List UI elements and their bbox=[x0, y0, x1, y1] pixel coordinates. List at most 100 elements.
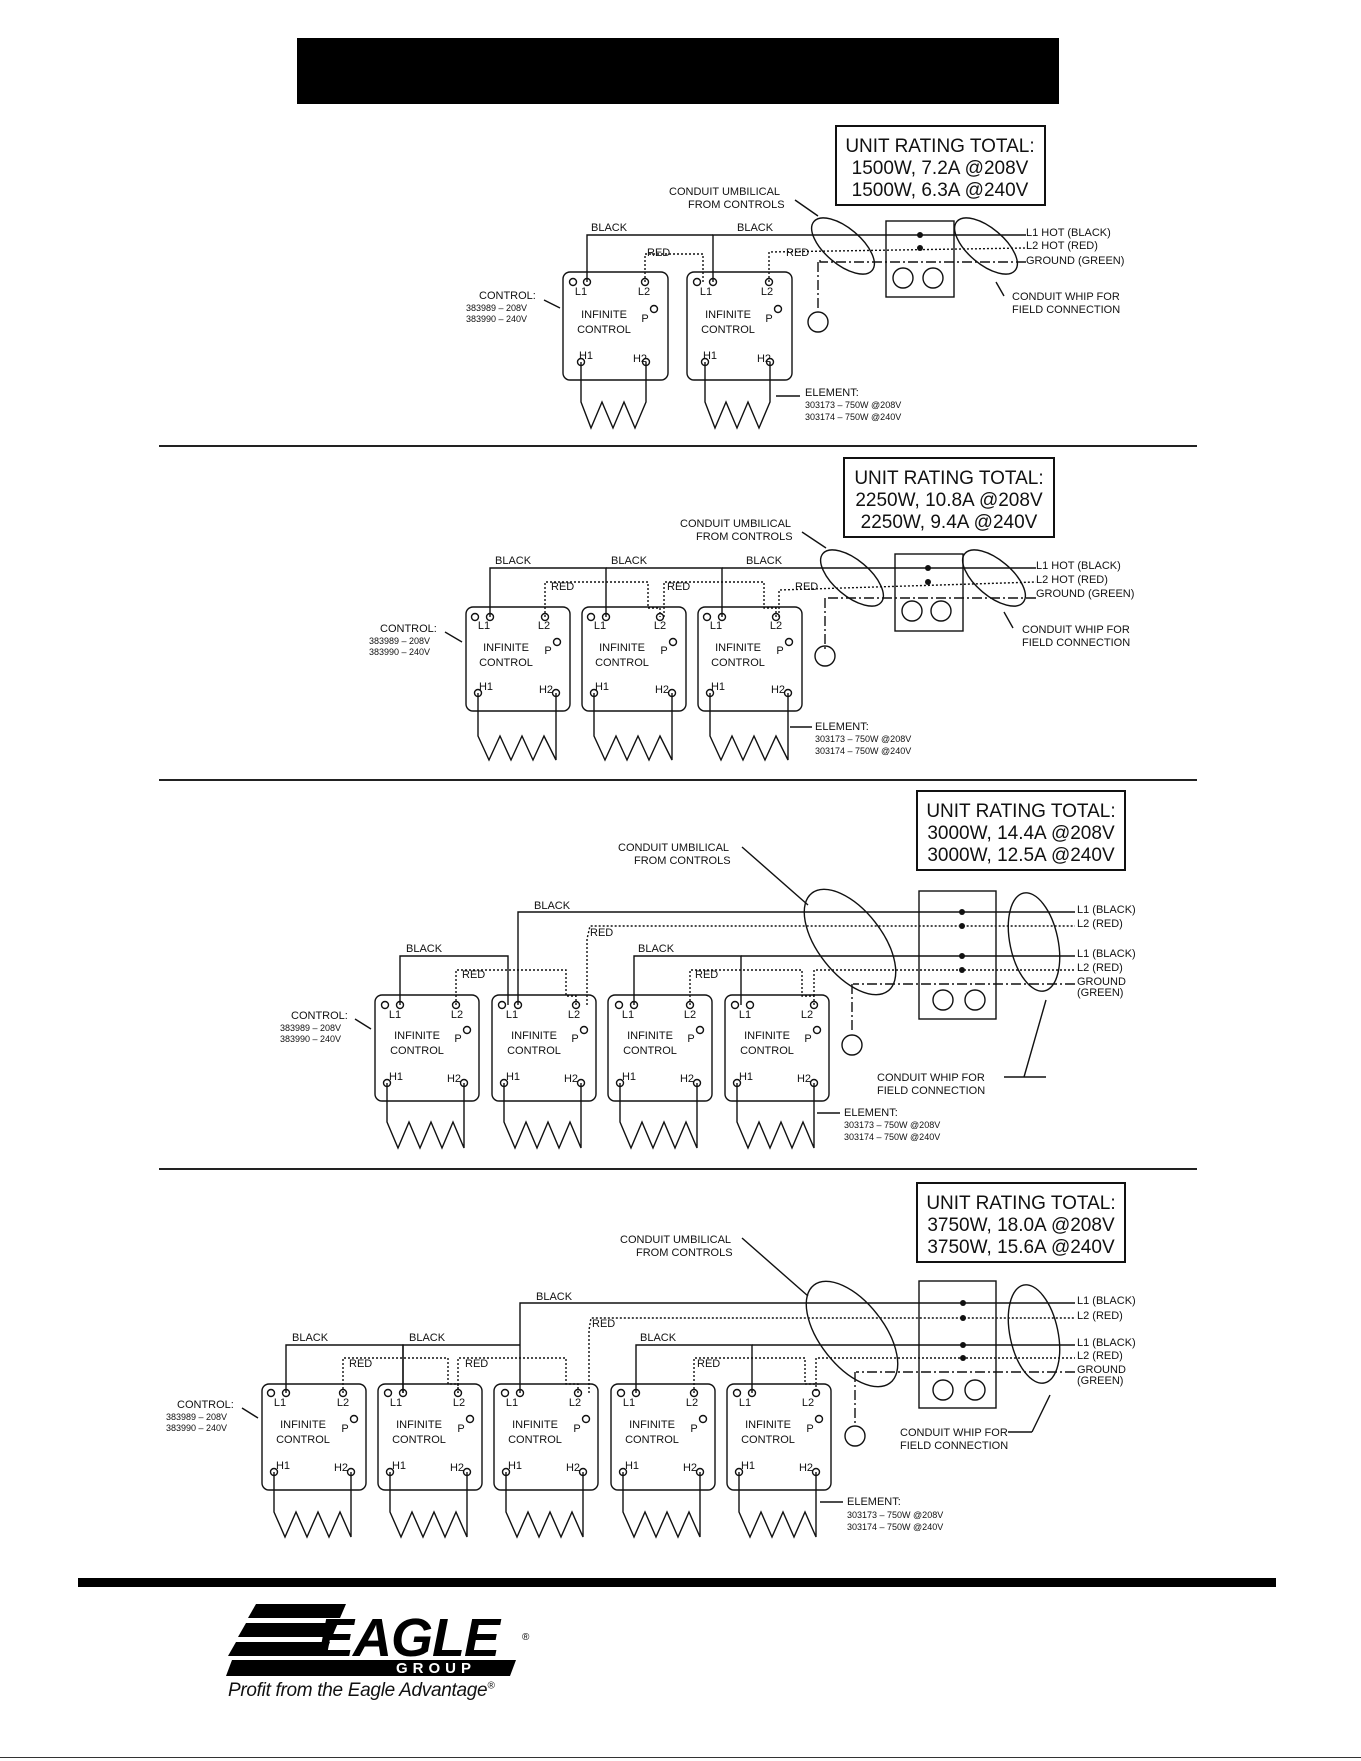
terminal-l2: L2 bbox=[802, 1397, 814, 1409]
wire-black-label: BLACK bbox=[638, 943, 675, 955]
element-208: 303173 – 750W @208V bbox=[844, 1120, 940, 1130]
terminal-h1: H1 bbox=[276, 1460, 290, 1472]
wire-black-label: BLACK bbox=[611, 555, 648, 567]
l1-label: L1 (BLACK) bbox=[1077, 1295, 1136, 1307]
terminal-l1: L1 bbox=[274, 1397, 286, 1409]
whip-label: CONDUIT WHIP FOR bbox=[1022, 624, 1130, 636]
control-infinite: INFINITE bbox=[511, 1030, 557, 1042]
element-label: ELEMENT: bbox=[844, 1107, 898, 1119]
control-infinite: INFINITE bbox=[512, 1419, 558, 1431]
control-name: CONTROL bbox=[577, 324, 631, 336]
control-infinite: INFINITE bbox=[280, 1419, 326, 1431]
terminal-l1: L1 bbox=[390, 1397, 402, 1409]
control-infinite: INFINITE bbox=[705, 309, 751, 321]
umbilical-label: CONDUIT UMBILICAL bbox=[680, 518, 791, 530]
wire-red-label: RED bbox=[349, 1358, 372, 1370]
bottom-line bbox=[0, 1757, 1361, 1758]
wire-black-label: BLACK bbox=[737, 222, 774, 234]
terminal-l2: L2 bbox=[684, 1009, 696, 1021]
ground-label: GROUND bbox=[1077, 1364, 1126, 1376]
rating-240-3: 3000W, 12.5A @240V bbox=[927, 845, 1115, 866]
terminal-h2: H2 bbox=[799, 1462, 813, 1474]
control-infinite: INFINITE bbox=[599, 642, 645, 654]
wire-red-label: RED bbox=[465, 1358, 488, 1370]
control-208: 383989 – 208V bbox=[166, 1412, 227, 1422]
control-infinite: INFINITE bbox=[627, 1030, 673, 1042]
terminal-p: P bbox=[641, 313, 648, 325]
terminal-h1: H1 bbox=[625, 1460, 639, 1472]
terminal-h1: H1 bbox=[703, 350, 717, 362]
terminal-l1: L1 bbox=[575, 286, 587, 298]
l1-label: L1 (BLACK) bbox=[1077, 1337, 1136, 1349]
terminal-l2: L2 bbox=[686, 1397, 698, 1409]
terminal-h1: H1 bbox=[595, 681, 609, 693]
wire-black-label: BLACK bbox=[534, 900, 571, 912]
terminal-h1: H1 bbox=[392, 1460, 406, 1472]
l1-label: L1 (BLACK) bbox=[1077, 948, 1136, 960]
control-name: CONTROL bbox=[390, 1045, 444, 1057]
terminal-l2: L2 bbox=[638, 286, 650, 298]
terminal-p: P bbox=[544, 645, 551, 657]
wire-red-label: RED bbox=[786, 247, 809, 259]
control-name: CONTROL bbox=[623, 1045, 677, 1057]
whip-label: FIELD CONNECTION bbox=[900, 1440, 1008, 1452]
wire-black-label: BLACK bbox=[292, 1332, 329, 1344]
control-name: CONTROL bbox=[392, 1434, 446, 1446]
whip-label: FIELD CONNECTION bbox=[1022, 637, 1130, 649]
control-infinite: INFINITE bbox=[396, 1419, 442, 1431]
element-label: ELEMENT: bbox=[815, 721, 869, 733]
terminal-l1: L1 bbox=[506, 1009, 518, 1021]
umbilical-label-1b: FROM CONTROLS bbox=[688, 199, 785, 211]
element-240: 303174 – 750W @240V bbox=[815, 746, 911, 756]
terminal-l2: L2 bbox=[761, 286, 773, 298]
control-name: CONTROL bbox=[507, 1045, 561, 1057]
section-divider bbox=[159, 445, 1197, 447]
control-240: 383990 – 240V bbox=[166, 1423, 227, 1433]
control-infinite: INFINITE bbox=[744, 1030, 790, 1042]
control-240: 383990 – 240V bbox=[369, 647, 430, 657]
terminal-l1: L1 bbox=[594, 620, 606, 632]
terminal-h2: H2 bbox=[633, 353, 647, 365]
wire-black-label: BLACK bbox=[495, 555, 532, 567]
wire-black-label: BLACK bbox=[746, 555, 783, 567]
terminal-p: P bbox=[687, 1033, 694, 1045]
wire-red-label: RED bbox=[695, 969, 718, 981]
terminal-l2: L2 bbox=[569, 1397, 581, 1409]
rating-240-2: 2250W, 9.4A @240V bbox=[861, 512, 1038, 533]
control-name: CONTROL bbox=[625, 1434, 679, 1446]
terminal-l2: L2 bbox=[801, 1009, 813, 1021]
terminal-h1: H1 bbox=[479, 681, 493, 693]
terminal-p: P bbox=[573, 1423, 580, 1435]
terminal-h2: H2 bbox=[757, 353, 771, 365]
control-label: CONTROL: bbox=[380, 623, 437, 635]
control-240: 383990 – 240V bbox=[280, 1034, 341, 1044]
terminal-l1: L1 bbox=[739, 1009, 751, 1021]
umbilical-label: CONDUIT UMBILICAL bbox=[620, 1234, 731, 1246]
terminal-p: P bbox=[806, 1423, 813, 1435]
whip-label-1: CONDUIT WHIP FOR bbox=[1012, 291, 1120, 303]
control-name: CONTROL bbox=[276, 1434, 330, 1446]
umbilical-label: FROM CONTROLS bbox=[696, 531, 793, 543]
tagline-text: Profit from the Eagle Advantage bbox=[228, 1680, 488, 1701]
wire-black-label: BLACK bbox=[591, 222, 628, 234]
control-name: CONTROL bbox=[595, 657, 649, 669]
terminal-h2: H2 bbox=[566, 1462, 580, 1474]
terminal-p: P bbox=[765, 313, 772, 325]
terminal-h2: H2 bbox=[655, 684, 669, 696]
wire-red-label: RED bbox=[647, 247, 670, 259]
element-label: ELEMENT: bbox=[805, 387, 859, 399]
umbilical-label-1: CONDUIT UMBILICAL bbox=[669, 186, 780, 198]
control-label: CONTROL: bbox=[479, 290, 536, 302]
ground-label: GROUND (GREEN) bbox=[1036, 588, 1134, 600]
terminal-l1: L1 bbox=[623, 1397, 635, 1409]
terminal-h2: H2 bbox=[797, 1073, 811, 1085]
terminal-h1: H1 bbox=[739, 1071, 753, 1083]
element-240: 303174 – 750W @240V bbox=[844, 1132, 940, 1142]
control-infinite: INFINITE bbox=[394, 1030, 440, 1042]
whip-label: CONDUIT WHIP FOR bbox=[877, 1072, 985, 1084]
wire-red-label: RED bbox=[795, 581, 818, 593]
terminal-h2: H2 bbox=[683, 1462, 697, 1474]
l2-label: L2 (RED) bbox=[1077, 962, 1123, 974]
title-bar bbox=[297, 38, 1059, 104]
